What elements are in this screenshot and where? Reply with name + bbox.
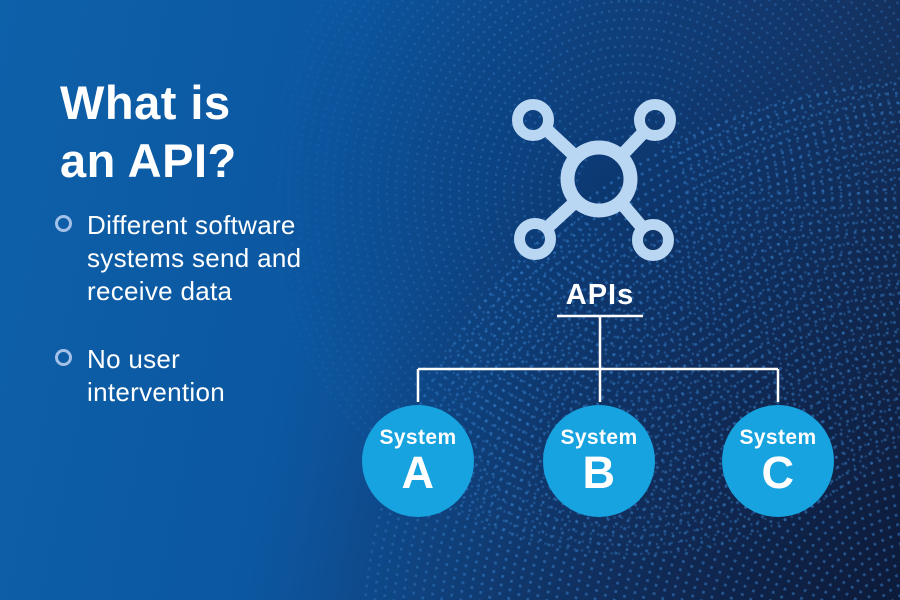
bullet-circle-icon xyxy=(55,215,72,232)
system-node-b: System B xyxy=(543,405,655,517)
bullet-text: Different software systems send and rece… xyxy=(87,210,302,306)
system-letter: C xyxy=(761,447,795,498)
system-letter: A xyxy=(401,447,435,498)
system-letter: B xyxy=(582,447,616,498)
page-title: What is an API? xyxy=(60,76,237,187)
bullet-item: Different software systems send and rece… xyxy=(55,209,385,308)
system-node-a: System A xyxy=(362,405,474,517)
system-name: System xyxy=(560,426,638,449)
system-name: System xyxy=(739,426,817,449)
bullet-circle-icon xyxy=(55,349,72,366)
bullet-list: Different software systems send and rece… xyxy=(55,209,385,409)
system-node-c: System C xyxy=(722,405,834,517)
bullet-item: No user intervention xyxy=(55,343,385,409)
bullet-text: No user intervention xyxy=(87,344,226,407)
apis-label: APIs xyxy=(565,279,635,311)
system-name: System xyxy=(379,426,457,449)
network-nodes-icon xyxy=(512,99,676,261)
